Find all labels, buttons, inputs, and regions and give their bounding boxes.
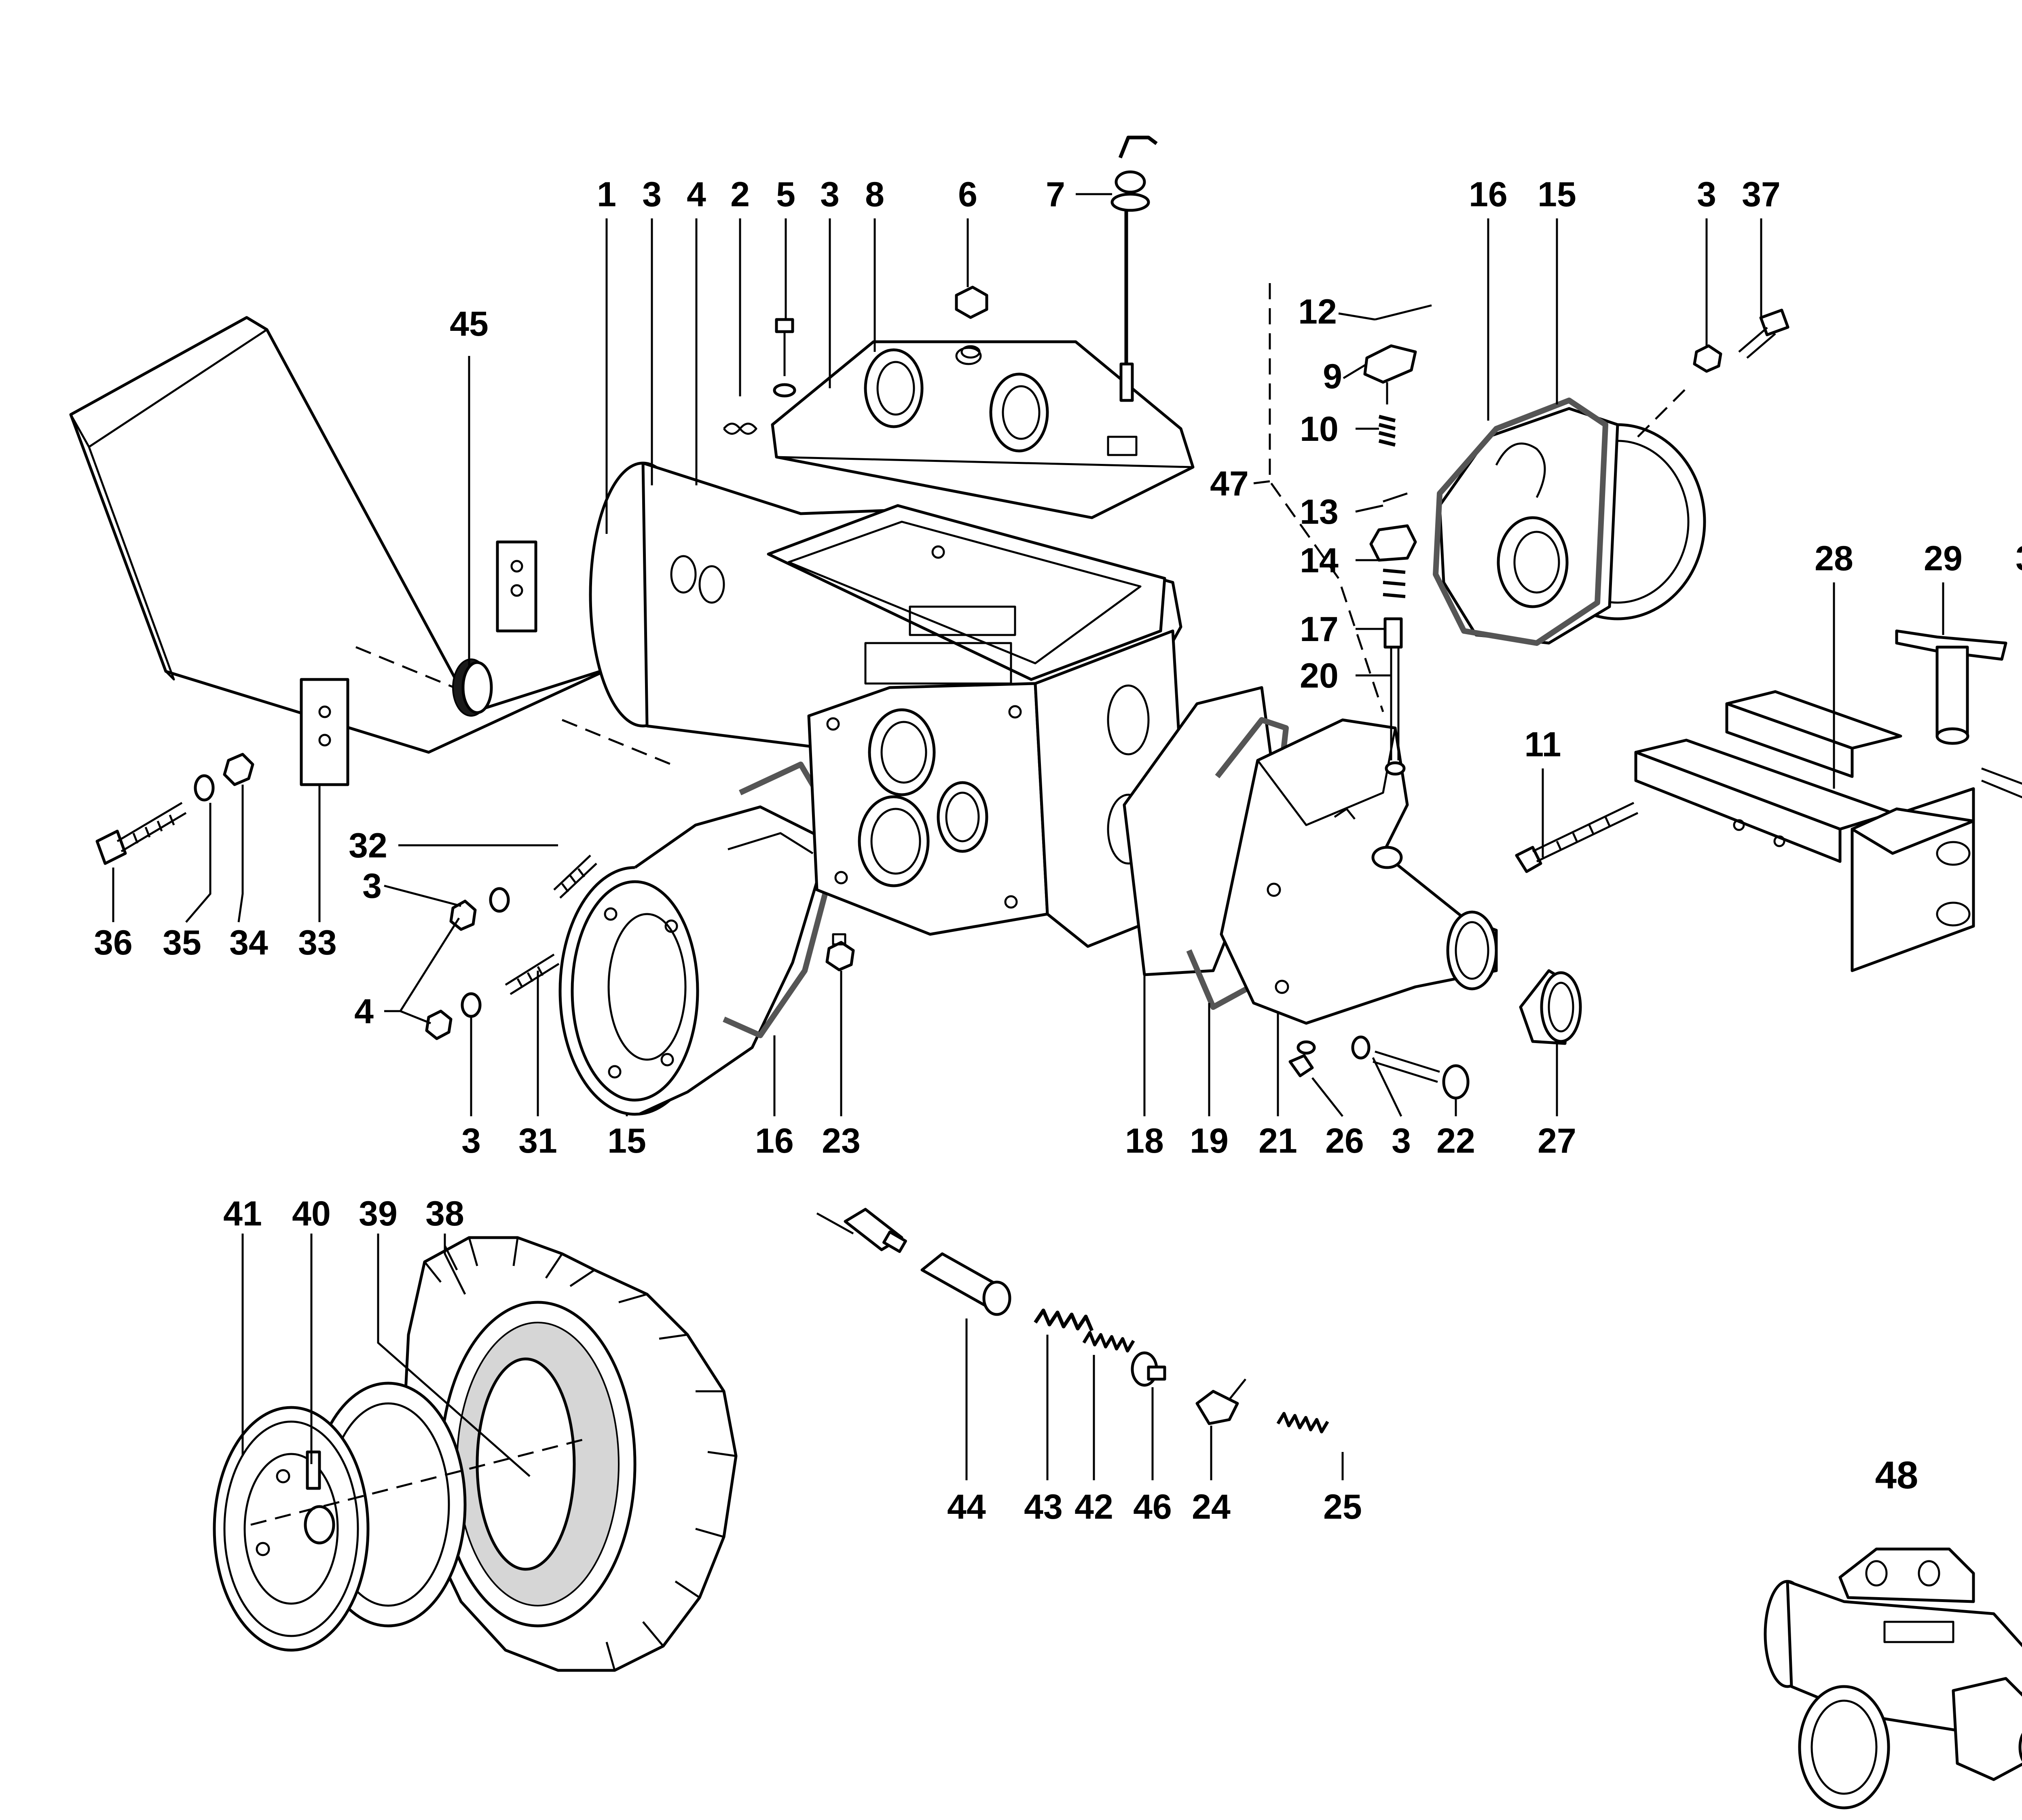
part-hitch-28: [1634, 690, 1975, 972]
label-48: 48: [1875, 1454, 1918, 1497]
label-44: 44: [947, 1488, 986, 1526]
label-28: 28: [1815, 539, 1853, 578]
part-main-housing: [589, 461, 1191, 948]
part-pin-11: [1515, 802, 1639, 873]
label-20: 20: [1300, 656, 1339, 695]
part-screw-37: [1738, 309, 1789, 359]
part-wheel-axis: [250, 1439, 583, 1526]
part-tire-38: [403, 1236, 738, 1672]
label-18: 18: [1125, 1122, 1164, 1160]
part-washer-35: [194, 774, 215, 802]
label-42: 42: [1074, 1488, 1113, 1526]
part-pin-29: [1895, 629, 2007, 745]
part-axis-right: [1637, 387, 1687, 438]
part-valve-40: [306, 1450, 321, 1490]
leader-lines: [112, 193, 1944, 1480]
label-40: 40: [292, 1194, 331, 1233]
label-43: 43: [1024, 1488, 1063, 1526]
part-bolt-36: [95, 802, 187, 865]
label-37: 37: [1742, 175, 1781, 214]
label-19: 19: [1190, 1122, 1229, 1160]
label-14: 14: [1300, 541, 1339, 580]
label-46: 46: [1133, 1488, 1172, 1526]
label-3-top-a: 3: [642, 175, 662, 214]
label-3-left: 3: [362, 867, 382, 906]
part-clip-30: [1981, 767, 2022, 798]
label-11: 11: [1525, 725, 1561, 764]
label-33: 33: [298, 923, 337, 962]
label-10: 10: [1300, 410, 1339, 449]
label-3-top-c: 3: [1697, 175, 1716, 214]
label-2: 2: [730, 175, 750, 214]
label-15-bottom: 15: [607, 1122, 646, 1160]
label-15-top: 15: [1538, 175, 1576, 214]
label-47: 47: [1210, 464, 1249, 503]
part-pin-2: [723, 423, 757, 435]
part-nut-3-right: [1693, 344, 1722, 373]
label-12: 12: [1298, 292, 1337, 331]
part-bolt-22: [1373, 1050, 1470, 1100]
label-4-left: 4: [354, 992, 374, 1031]
part-pto-housing: [1220, 718, 1498, 1025]
part-spring-25: [1276, 1412, 1329, 1433]
label-31: 31: [518, 1122, 557, 1160]
label-21: 21: [1258, 1122, 1297, 1160]
part-gasket-right: [1433, 398, 1608, 646]
label-9: 9: [1323, 357, 1342, 396]
part-cap-46: [1131, 1351, 1166, 1387]
label-29: 29: [1924, 539, 1963, 578]
label-32: 32: [349, 826, 387, 865]
part-dipstick-7: [1110, 135, 1158, 402]
label-23: 23: [822, 1122, 861, 1160]
part-disc-41: [213, 1406, 370, 1652]
label-41: 41: [223, 1194, 262, 1233]
label-13: 13: [1300, 493, 1339, 531]
label-16-top: 16: [1469, 175, 1508, 214]
part-top-cover: [771, 340, 1195, 519]
part-shift-assembly: [1269, 283, 1432, 776]
part-spring-43: [1034, 1308, 1094, 1331]
label-25: 25: [1323, 1488, 1362, 1526]
label-30: 30: [2016, 539, 2022, 578]
part-shaft-44: [816, 1208, 1011, 1316]
part-grease-fitting-26: [1288, 1040, 1316, 1077]
part-spring-42: [1082, 1331, 1135, 1352]
label-8: 8: [865, 175, 884, 214]
part-gasket-left: [723, 762, 844, 1038]
label-3-bottom-a: 3: [461, 1122, 481, 1160]
label-34: 34: [229, 923, 268, 962]
label-7: 7: [1046, 175, 1065, 214]
label-4-top: 4: [687, 175, 706, 214]
label-27: 27: [1538, 1122, 1576, 1160]
label-5: 5: [776, 175, 795, 214]
part-rear-housing-right: [1438, 407, 1706, 645]
part-plug-24: [1195, 1378, 1246, 1425]
label-36: 36: [94, 923, 133, 962]
label-45: 45: [450, 305, 489, 343]
label-38: 38: [425, 1194, 464, 1233]
part-skid-plate: [69, 316, 672, 786]
part-breather-6: [955, 286, 988, 359]
label-22: 22: [1436, 1122, 1475, 1160]
part-cover-bolt-5: [773, 318, 796, 398]
label-17: 17: [1300, 610, 1339, 649]
label-3-top-b: 3: [820, 175, 840, 214]
callout-labels: 1 3 4 2 5 3 8 6 7 45 12 9 10 47 13 14 17…: [94, 175, 2022, 1526]
label-39: 39: [359, 1194, 398, 1233]
label-35: 35: [163, 923, 201, 962]
part-drain-plug-23: [825, 933, 855, 971]
part-nut-34: [223, 753, 254, 786]
label-6: 6: [958, 175, 977, 214]
part-assembly-48: [1764, 1547, 2022, 1809]
label-1: 1: [597, 175, 616, 214]
label-3-bottom-b: 3: [1392, 1122, 1411, 1160]
part-bell-housing-left: [558, 805, 831, 1116]
label-26: 26: [1325, 1122, 1364, 1160]
part-washer-3-lower: [1351, 1035, 1371, 1060]
label-24: 24: [1192, 1488, 1231, 1526]
part-bushing-27: [1519, 969, 1582, 1045]
label-16-bottom: 16: [755, 1122, 794, 1160]
